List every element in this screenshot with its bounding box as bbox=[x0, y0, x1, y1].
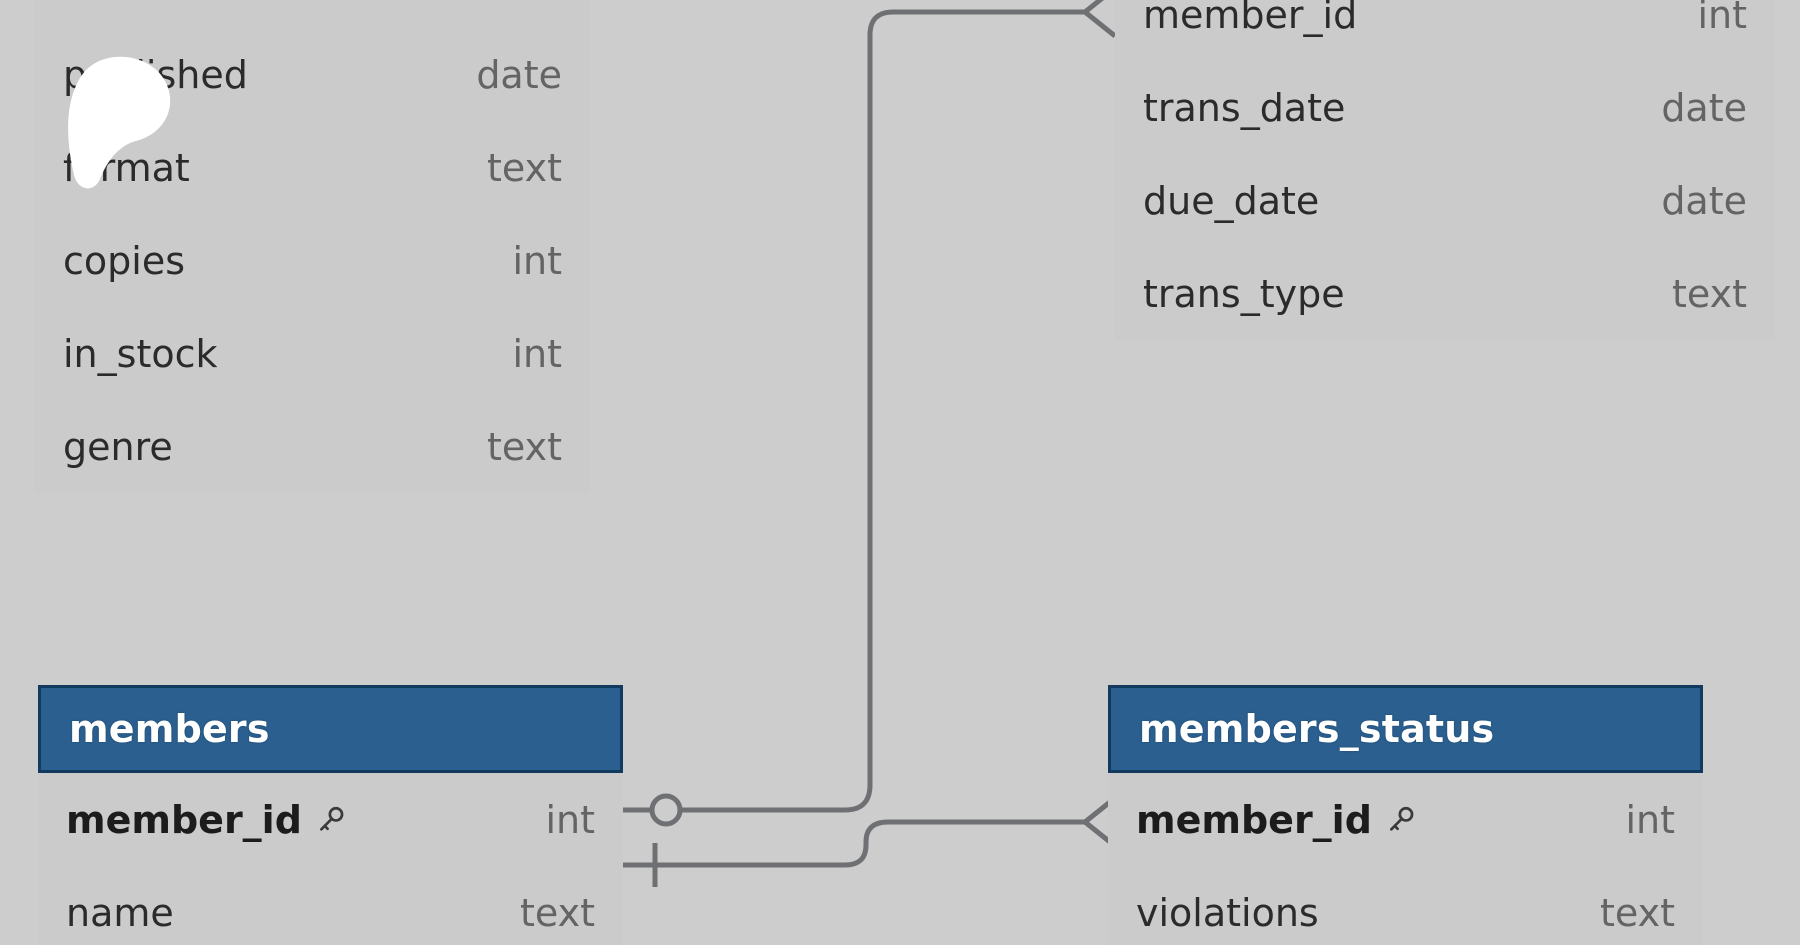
field-name: copies bbox=[63, 238, 185, 283]
field-row[interactable]: violations text bbox=[1108, 866, 1703, 945]
connector-members-members-status bbox=[620, 819, 1085, 868]
field-type: text bbox=[487, 0, 562, 4]
field-row[interactable]: trans_type text bbox=[1115, 247, 1775, 340]
entity-members-header[interactable]: members bbox=[38, 685, 623, 773]
entity-title: members bbox=[69, 707, 270, 751]
field-type: text bbox=[520, 890, 595, 935]
field-row[interactable]: trans_date date bbox=[1115, 61, 1775, 154]
field-type: int bbox=[512, 331, 562, 376]
entity-transactions[interactable]: member_id int trans_date date due_date d… bbox=[1115, 0, 1775, 340]
field-type: date bbox=[1661, 85, 1747, 130]
entity-books-fields: author text published date format text c… bbox=[35, 0, 590, 493]
field-name: member_id bbox=[66, 798, 348, 842]
field-type: int bbox=[545, 797, 595, 842]
crowsfoot-transactions bbox=[1083, 0, 1117, 38]
field-row[interactable]: member_id int bbox=[38, 773, 623, 866]
key-icon bbox=[314, 803, 348, 837]
field-type: text bbox=[1600, 890, 1675, 935]
field-name: author bbox=[63, 0, 188, 4]
field-row[interactable]: published date bbox=[35, 28, 590, 121]
entity-members-status-fields: member_id int violations bbox=[1108, 773, 1703, 945]
field-name: violations bbox=[1136, 890, 1319, 935]
entity-members[interactable]: members member_id bbox=[38, 685, 623, 945]
field-label: member_id bbox=[66, 797, 302, 842]
entity-members-status-header[interactable]: members_status bbox=[1108, 685, 1703, 773]
field-type: int bbox=[1697, 0, 1747, 37]
field-name: trans_type bbox=[1143, 271, 1345, 316]
field-row[interactable]: format text bbox=[35, 121, 590, 214]
field-row[interactable]: name text bbox=[38, 866, 623, 945]
field-type: date bbox=[476, 52, 562, 97]
entity-books[interactable]: author text published date format text c… bbox=[35, 0, 590, 493]
entity-members-status[interactable]: members_status member_id bbox=[1108, 685, 1703, 945]
field-type: int bbox=[512, 238, 562, 283]
field-name: member_id bbox=[1143, 0, 1358, 37]
field-row[interactable]: copies int bbox=[35, 214, 590, 307]
field-type: int bbox=[1625, 797, 1675, 842]
field-name: format bbox=[63, 145, 190, 190]
cardinality-zero-circle bbox=[649, 793, 683, 827]
entity-members-fields: member_id int name text bbox=[38, 773, 623, 945]
field-name: due_date bbox=[1143, 178, 1320, 223]
field-name: member_id bbox=[1136, 798, 1418, 842]
field-name: genre bbox=[63, 424, 173, 469]
field-type: date bbox=[1661, 178, 1747, 223]
field-row[interactable]: in_stock int bbox=[35, 307, 590, 400]
key-icon bbox=[1384, 803, 1418, 837]
entity-transactions-fields: member_id int trans_date date due_date d… bbox=[1115, 0, 1775, 340]
field-label: member_id bbox=[1136, 797, 1372, 842]
field-row[interactable]: member_id int bbox=[1115, 0, 1775, 61]
field-name: trans_date bbox=[1143, 85, 1346, 130]
field-type: text bbox=[487, 145, 562, 190]
field-row[interactable]: due_date date bbox=[1115, 154, 1775, 247]
field-type: text bbox=[487, 424, 562, 469]
field-row[interactable]: member_id int bbox=[1108, 773, 1703, 866]
field-name: name bbox=[66, 890, 174, 935]
field-name: published bbox=[63, 52, 248, 97]
connector-members-transactions bbox=[620, 9, 1085, 813]
field-row[interactable]: genre text bbox=[35, 400, 590, 493]
entity-title: members_status bbox=[1139, 707, 1495, 751]
field-name: in_stock bbox=[63, 331, 218, 376]
field-type: text bbox=[1672, 271, 1747, 316]
field-row[interactable]: author text bbox=[35, 0, 590, 28]
